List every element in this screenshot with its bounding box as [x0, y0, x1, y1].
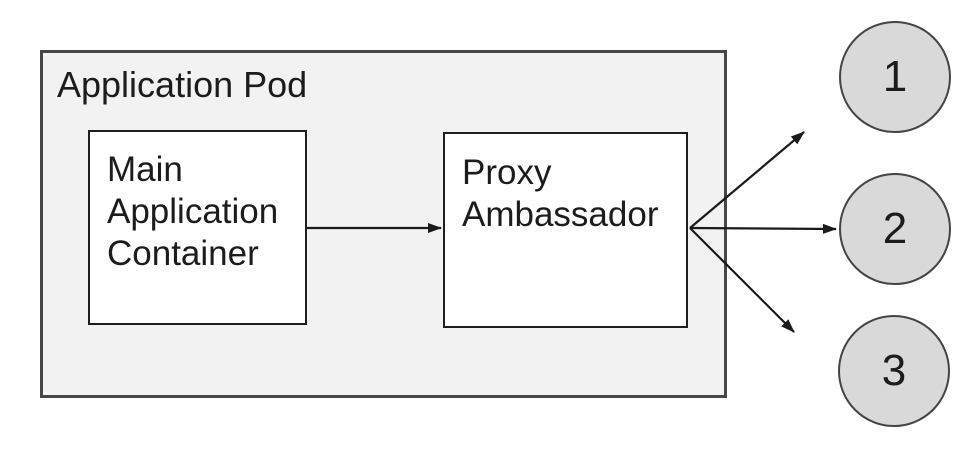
endpoint-circle-3: 3: [838, 315, 950, 427]
proxy-ambassador-label-line-2: Ambassador: [462, 195, 659, 234]
main-container-label-line-2: Application: [107, 192, 279, 231]
proxy-ambassador-label-line-1: Proxy: [462, 153, 552, 192]
endpoint-3-label: 3: [881, 346, 907, 395]
endpoint-2-label: 2: [882, 204, 908, 253]
endpoint-circle-2: 2: [839, 173, 951, 285]
node-proxy-ambassador: Proxy Ambassador: [443, 132, 688, 328]
main-container-label-line-3: Container: [107, 234, 259, 273]
endpoint-1-label: 1: [882, 52, 908, 101]
endpoint-circle-1: 1: [839, 21, 951, 133]
node-main-application-container: Main Application Container: [88, 130, 307, 325]
application-pod-label: Application Pod: [57, 64, 308, 105]
main-container-label-line-1: Main: [107, 150, 183, 189]
